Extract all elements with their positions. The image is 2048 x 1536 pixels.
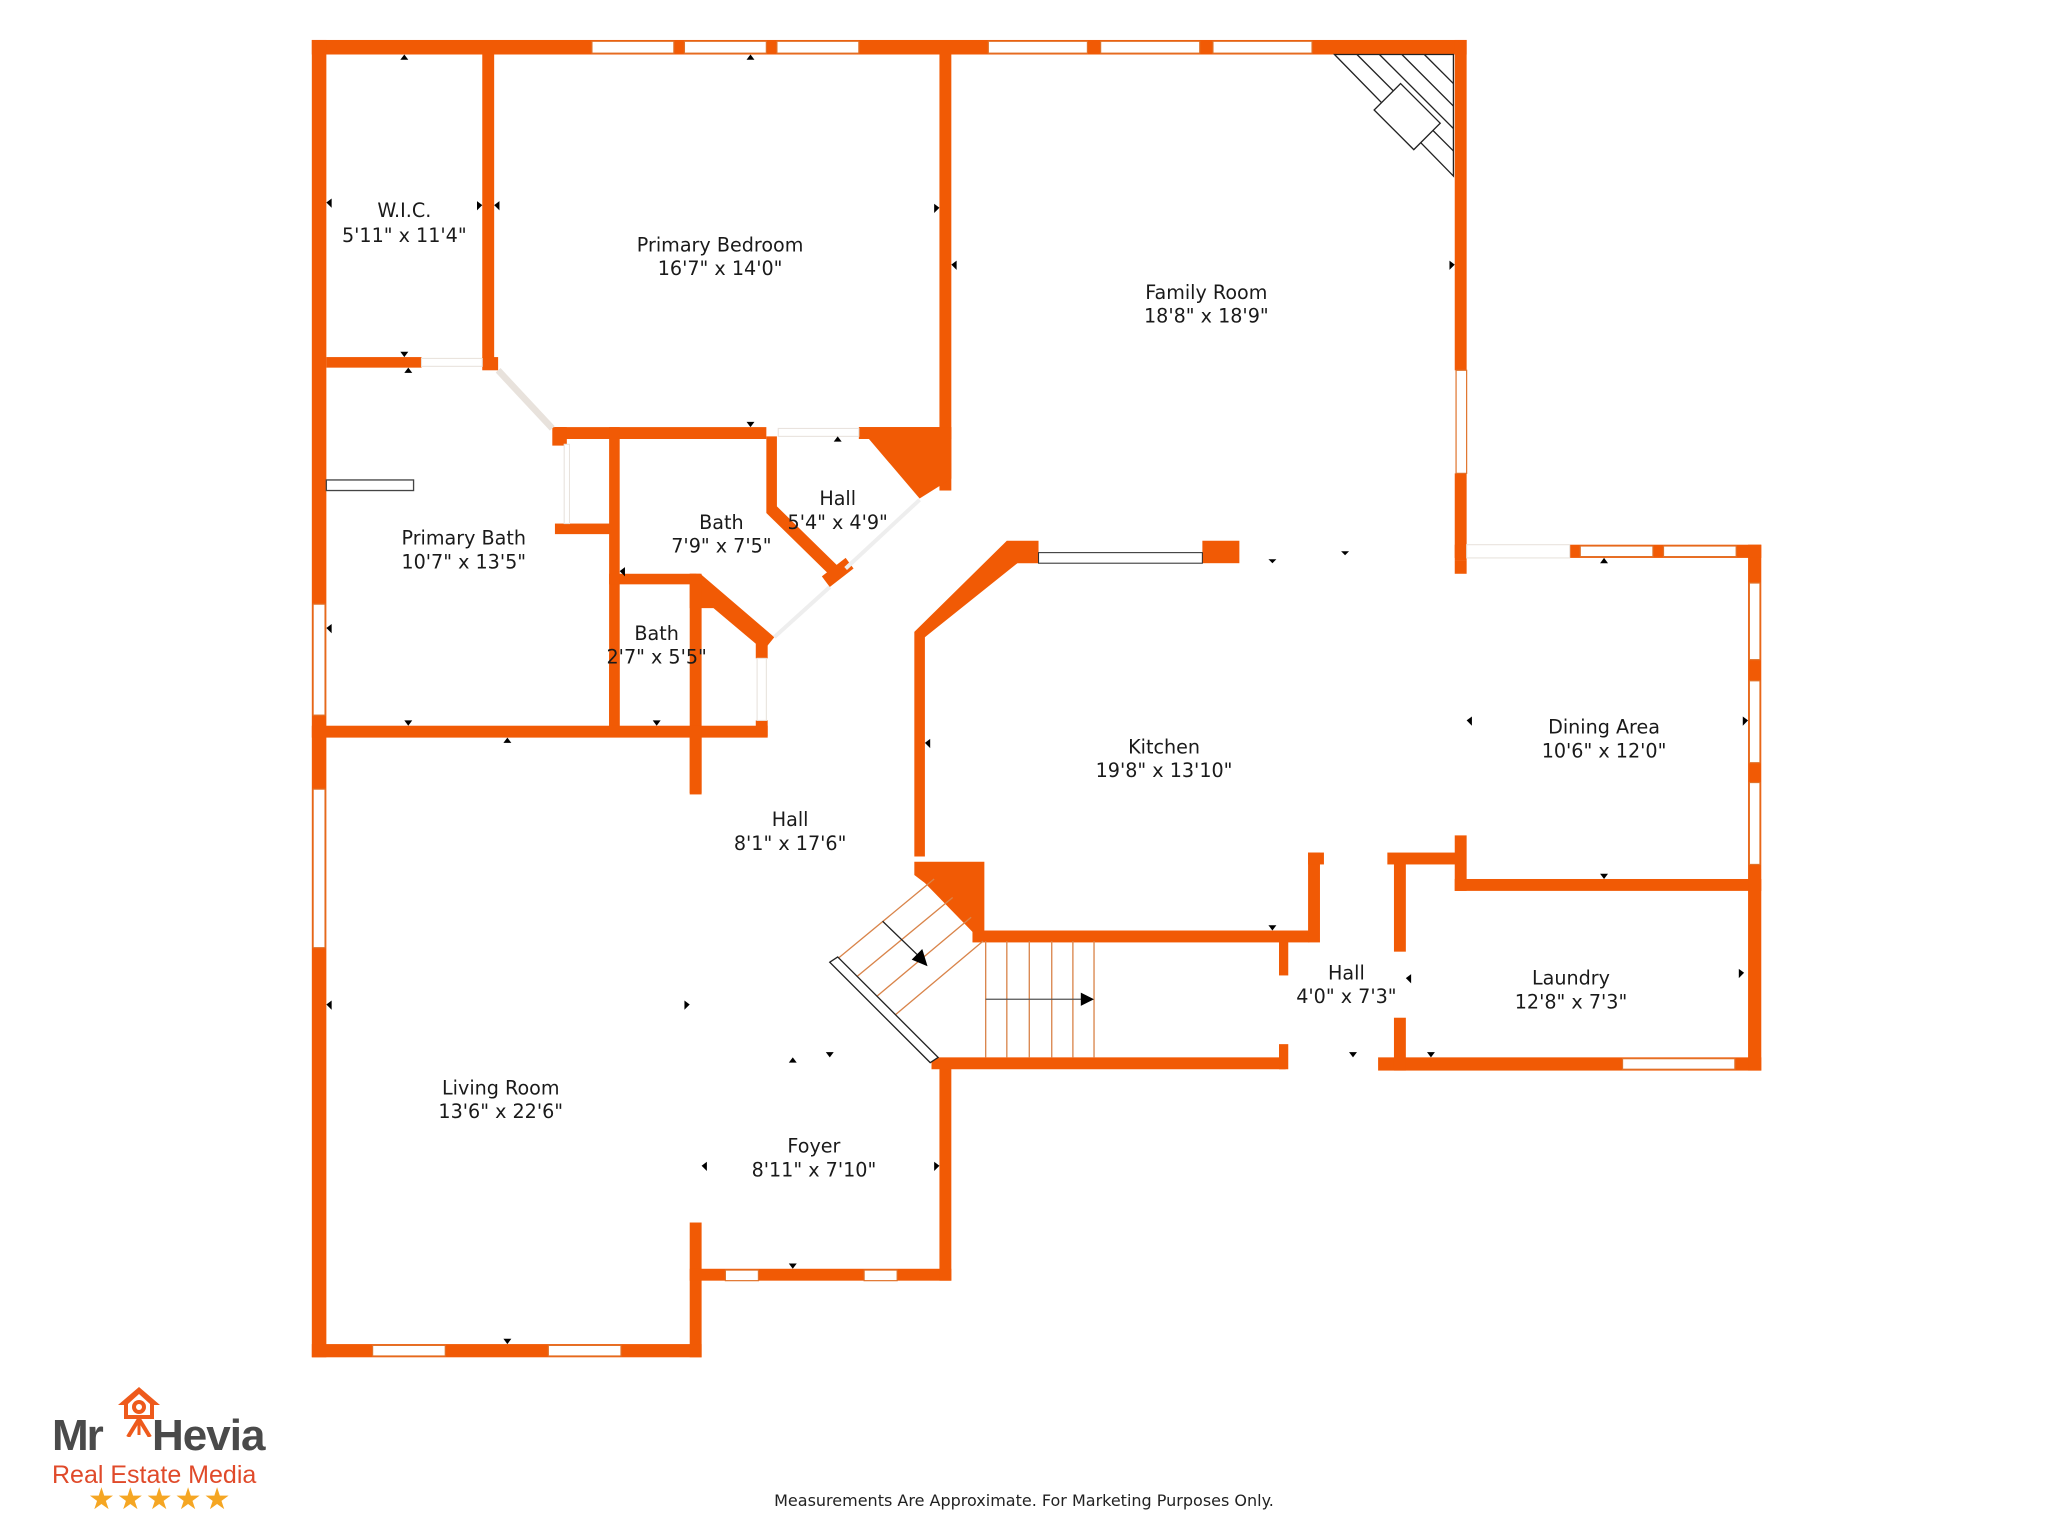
room-dims-dining-area: 10'6" x 12'0"	[1542, 739, 1667, 762]
windows	[312, 40, 1761, 1357]
room-labels: W.I.C. 5'11" x 11'4" Primary Bedroom 16'…	[342, 199, 1666, 1181]
room-dims-wic: 5'11" x 11'4"	[342, 224, 467, 247]
room-dims-foyer: 8'11" x 7'10"	[752, 1158, 877, 1181]
room-dims-primary-bedroom: 16'7" x 14'0"	[658, 257, 783, 280]
room-dims-laundry: 12'8" x 7'3"	[1515, 990, 1628, 1013]
star-rating-icon: ★★★★★	[88, 1482, 233, 1517]
room-name-wic: W.I.C.	[377, 199, 431, 222]
logo-tagline: Real Estate Media	[52, 1461, 257, 1489]
walls	[311, 39, 1762, 1358]
room-name-family-room: Family Room	[1145, 281, 1267, 304]
room-name-dining-area: Dining Area	[1548, 716, 1660, 739]
disclaimer-text: Measurements Are Approximate. For Market…	[774, 1491, 1274, 1510]
room-name-hall-upper: Hall	[819, 487, 856, 510]
door-openings	[420, 357, 1571, 721]
stairs-main	[828, 878, 1095, 1064]
closet-shelf	[325, 479, 415, 492]
room-name-half-bath: Bath	[634, 622, 678, 645]
room-dims-bath: 7'9" x 7'5"	[671, 535, 771, 558]
room-name-hall-laundry: Hall	[1328, 961, 1365, 984]
room-dims-family-room: 18'8" x 18'9"	[1144, 305, 1269, 328]
room-dims-primary-bath: 10'7" x 13'5"	[401, 550, 526, 573]
measurement-markers	[326, 54, 1749, 1345]
room-dims-living-room: 13'6" x 22'6"	[438, 1100, 563, 1123]
logo-brand-left: Mr	[52, 1411, 104, 1460]
room-dims-kitchen: 19'8" x 13'10"	[1096, 759, 1233, 782]
logo-brand-right: Hevia	[152, 1411, 265, 1460]
room-dims-half-bath: 2'7" x 5'5"	[607, 646, 707, 669]
room-name-primary-bedroom: Primary Bedroom	[637, 233, 804, 256]
room-name-hall-main: Hall	[772, 808, 809, 831]
room-name-laundry: Laundry	[1532, 967, 1610, 990]
house-camera-icon	[118, 1387, 160, 1437]
room-name-foyer: Foyer	[787, 1134, 840, 1157]
room-name-bath: Bath	[699, 511, 744, 534]
room-name-kitchen: Kitchen	[1128, 735, 1200, 758]
room-name-living-room: Living Room	[442, 1076, 560, 1099]
room-dims-hall-main: 8'1" x 17'6"	[734, 832, 847, 855]
room-dims-hall-laundry: 4'0" x 7'3"	[1296, 985, 1396, 1008]
company-logo: Mr Hevia Real Estate Media ★★★★★	[50, 1385, 290, 1515]
stairs-corner	[1332, 53, 1455, 178]
room-dims-hall-upper: 5'4" x 4'9"	[788, 511, 888, 534]
room-name-primary-bath: Primary Bath	[401, 527, 526, 550]
